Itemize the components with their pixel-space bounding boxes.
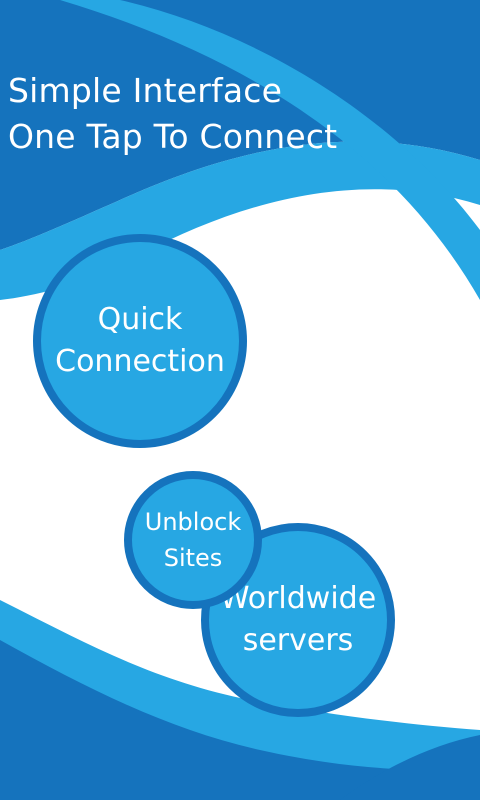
bottom-wave-dark <box>0 640 480 800</box>
worldwide-servers-line-1: Worldwide <box>219 581 377 616</box>
quick-connection-line-1: Quick <box>97 302 183 337</box>
top-arc-light <box>60 0 480 300</box>
headline-line-1: Simple Interface <box>8 71 283 110</box>
unblock-sites-bubble: Unblock Sites <box>124 471 262 609</box>
unblock-sites-line-2: Sites <box>163 544 223 572</box>
headline: Simple Interface One Tap To Connect <box>8 68 337 160</box>
headline-line-2: One Tap To Connect <box>8 117 338 156</box>
bottom-right-dark <box>340 735 480 800</box>
quick-connection-bubble: Quick Connection <box>33 234 247 448</box>
quick-connection-line-2: Connection <box>55 344 225 379</box>
unblock-sites-line-1: Unblock <box>144 508 242 536</box>
worldwide-servers-line-2: servers <box>242 623 354 658</box>
top-wave-dark <box>0 0 480 250</box>
